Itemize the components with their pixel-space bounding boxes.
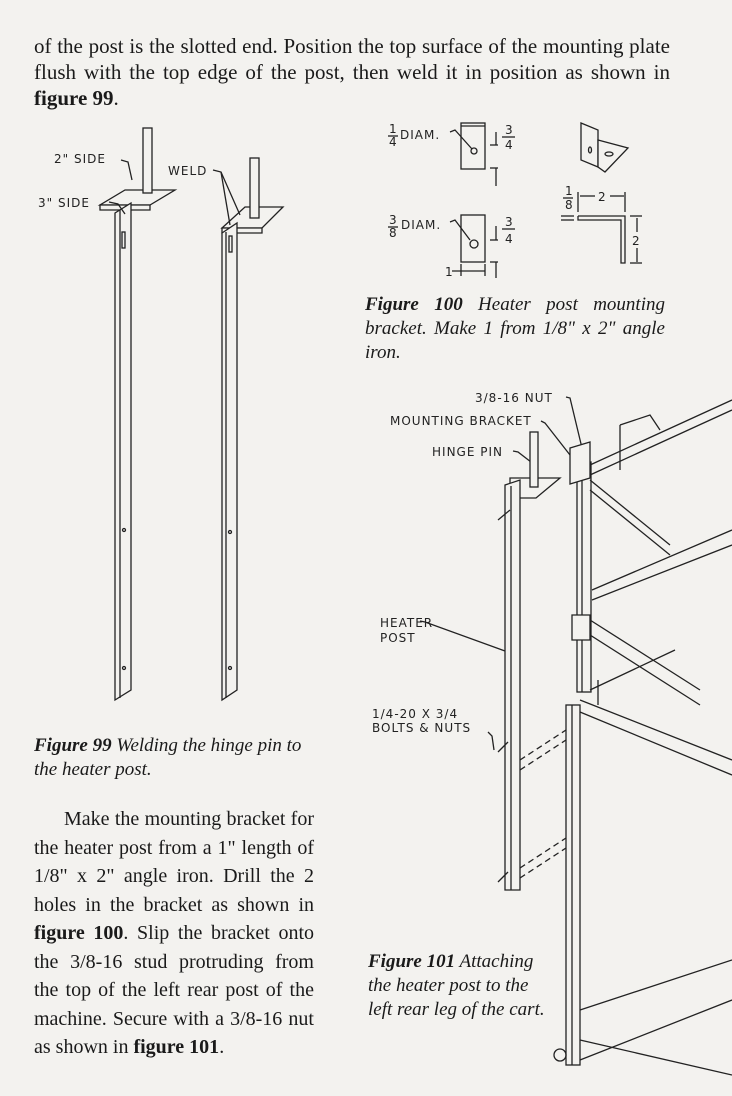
figure-100-reference: figure 100 <box>34 922 124 944</box>
label-weld: WELD <box>168 164 207 178</box>
figure-99-drawing: 2" SIDE 3" SIDE WELD <box>38 127 285 702</box>
label-bolts-size: 1/4-20 X 3/4 <box>372 707 458 721</box>
figure-101-reference: figure 101 <box>133 1036 220 1058</box>
figure-101-drawing: 3/8-16 NUT MOUNTING BRACKET HINGE PIN HE… <box>372 391 732 1076</box>
figure-100-drawing: 1 4 DIAM. 3 4 3 8 DIAM. 3 4 <box>388 122 642 279</box>
label-mounting-bracket: MOUNTING BRACKET <box>390 414 532 428</box>
body-text-1: Make the mounting bracket for the heater… <box>34 808 314 916</box>
figure-101-caption-text: Attaching the heater post to the left re… <box>368 951 545 1020</box>
dim-3-4-num: 3 <box>505 123 514 137</box>
label-post: POST <box>380 631 416 645</box>
dim-1-8-num: 1 <box>565 184 574 198</box>
figure-99-caption-text: Welding the hinge pin to the heater post… <box>34 735 302 780</box>
body-text-3: . <box>219 1036 225 1058</box>
frac-1-4-num: 1 <box>389 122 398 136</box>
label-3in-side: 3" SIDE <box>38 196 90 210</box>
frac-3-8-den: 8 <box>389 226 398 240</box>
figure-101-caption: Figure 101 Attaching the heater post to … <box>368 950 553 1022</box>
figure-101-label: Figure 101 <box>368 951 456 972</box>
body-text-2: . Slip the bracket onto the 3/8-16 stud … <box>34 922 314 1058</box>
label-hinge-pin: HINGE PIN <box>432 445 503 459</box>
dim-3-4-den-2: 4 <box>505 232 514 246</box>
label-quarter-diam: DIAM. <box>400 128 440 142</box>
dim-3-4-num-2: 3 <box>505 215 514 229</box>
figure-99-label: Figure 99 <box>34 735 112 756</box>
label-heater: HEATER <box>380 616 433 630</box>
intro-text-end: . <box>113 86 119 110</box>
frac-1-4-den: 4 <box>389 135 398 149</box>
figure-100-label: Figure 100 <box>365 294 463 315</box>
dim-2-vertical: 2 <box>632 234 641 248</box>
dim-1-8-den: 8 <box>565 198 574 212</box>
figure-100-caption: Figure 100 Heater post mounting bracket.… <box>365 293 665 365</box>
label-2in-side: 2" SIDE <box>54 152 106 166</box>
intro-text: of the post is the slotted end. Position… <box>34 34 670 84</box>
figure-99-caption: Figure 99 Welding the hinge pin to the h… <box>34 734 304 782</box>
body-paragraph: Make the mounting bracket for the heater… <box>34 805 314 1062</box>
dim-1: 1 <box>445 265 454 279</box>
label-bolts-nuts: BOLTS & NUTS <box>372 721 471 735</box>
frac-3-8-num: 3 <box>389 213 398 227</box>
dim-2-horizontal: 2 <box>598 190 607 204</box>
figure-100-caption-text: Heater post mounting bracket. Make 1 fro… <box>365 294 665 363</box>
figure-99-reference: figure 99 <box>34 86 114 110</box>
label-nut: 3/8-16 NUT <box>475 391 553 405</box>
intro-paragraph: of the post is the slotted end. Position… <box>34 33 670 111</box>
dim-3-4-den: 4 <box>505 138 514 152</box>
label-three-eighths-diam: DIAM. <box>401 218 441 232</box>
